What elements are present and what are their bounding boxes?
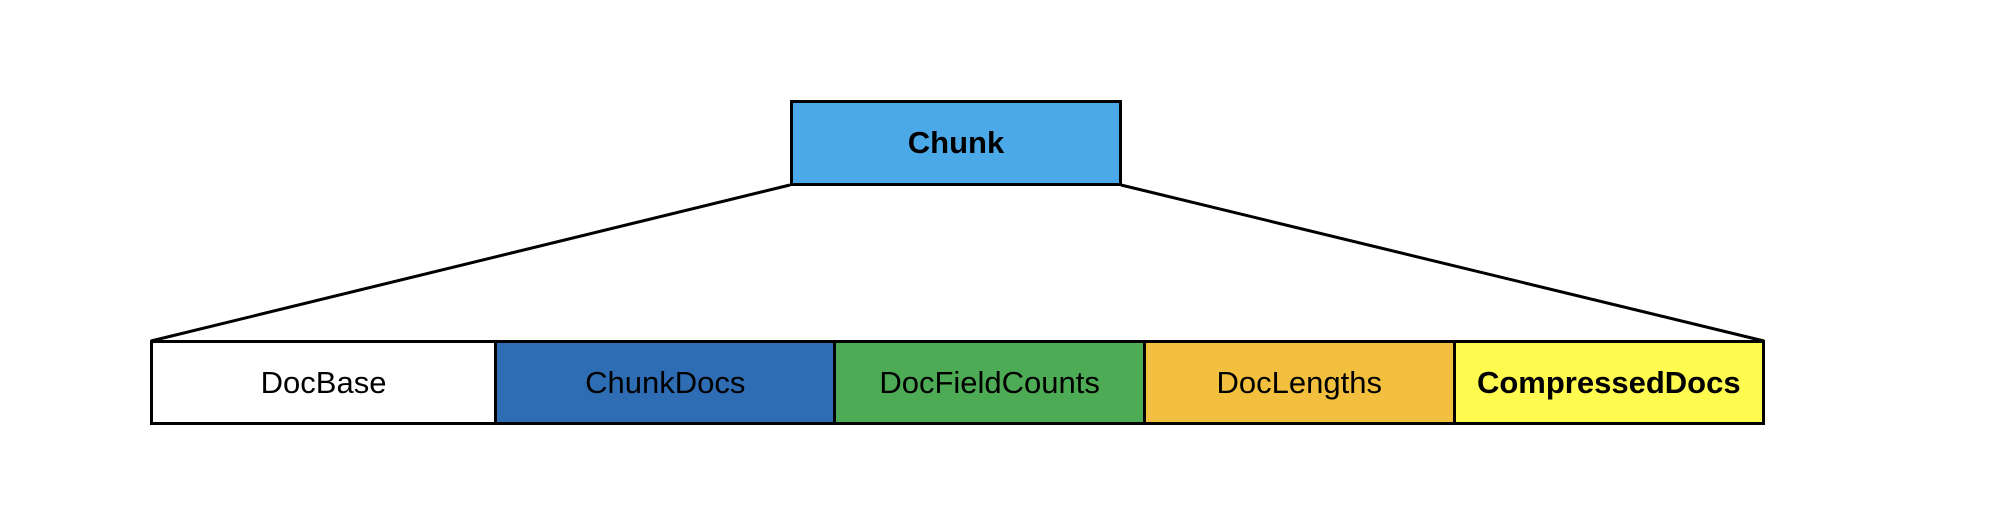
chunk-segment-bar: DocBase ChunkDocs DocFieldCounts DocLeng…: [150, 340, 1765, 425]
segment-docfieldcounts[interactable]: DocFieldCounts: [836, 343, 1146, 422]
right-connector-line: [1120, 183, 1765, 343]
segment-docbase[interactable]: DocBase: [153, 343, 498, 422]
segment-docbase-label: DocBase: [260, 364, 387, 400]
segment-chunkdocs[interactable]: ChunkDocs: [497, 343, 837, 422]
left-connector-line: [150, 183, 791, 343]
segment-chunkdocs-label: ChunkDocs: [585, 364, 746, 400]
chunk-node-label: Chunk: [907, 125, 1005, 160]
segment-doclengths-label: DocLengths: [1216, 364, 1382, 400]
segment-docfieldcounts-label: DocFieldCounts: [879, 364, 1100, 400]
segment-compresseddocs-label: CompressedDocs: [1476, 364, 1741, 400]
segment-doclengths[interactable]: DocLengths: [1145, 343, 1456, 422]
segment-compresseddocs[interactable]: CompressedDocs: [1455, 343, 1763, 422]
chunk-node[interactable]: Chunk: [790, 100, 1122, 186]
